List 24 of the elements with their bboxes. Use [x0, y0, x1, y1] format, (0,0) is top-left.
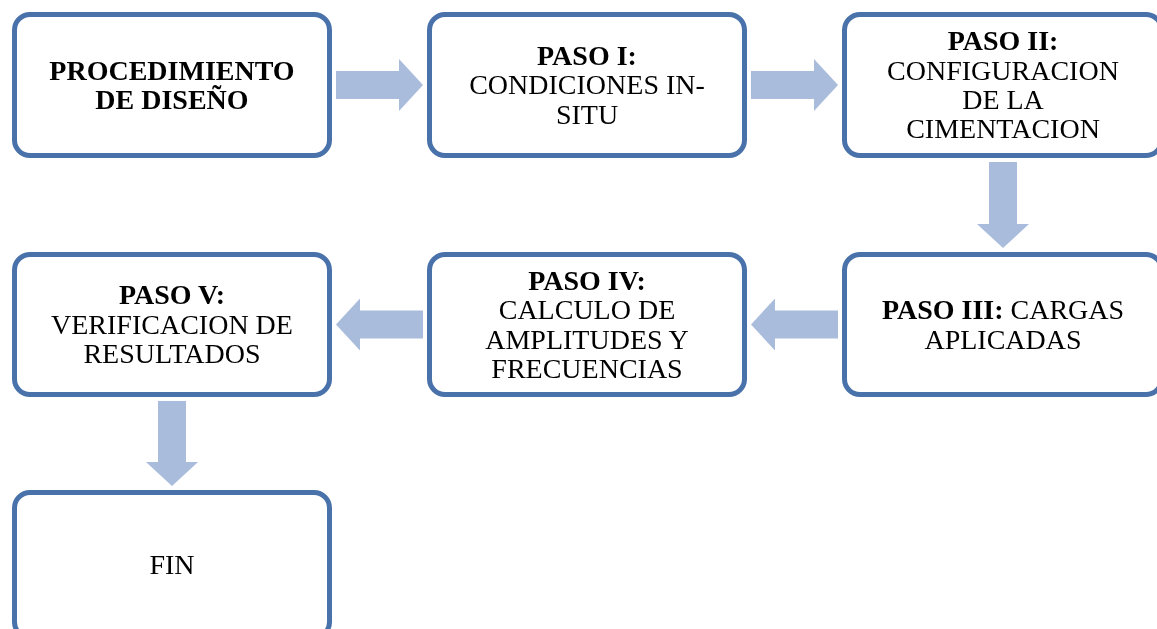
process-box: [842, 12, 1157, 158]
step-heading: PASO IV:: [528, 265, 646, 296]
step-text: PASO III: CARGAS APLICADAS: [880, 295, 1126, 354]
process-box: [427, 12, 747, 158]
step-text: CONDICIONES IN-SITU: [468, 70, 706, 130]
step-heading: PASO I:: [537, 40, 637, 71]
block-arrow: [336, 298, 423, 351]
step-text: VERIFICACION DE RESULTADOS: [50, 309, 294, 369]
block-arrow: [977, 162, 1029, 248]
block-arrow: [336, 59, 423, 111]
process-box: [12, 252, 332, 397]
step-text: CALCULO DE AMPLITUDES Y FRECUENCIAS: [484, 295, 690, 384]
block-arrow: [751, 298, 838, 351]
step-text: PROCEDIMIENTO DE DISEÑO: [48, 55, 296, 115]
process-box: [12, 12, 332, 158]
process-box: [427, 252, 747, 397]
block-arrow: [146, 401, 198, 486]
block-arrow: [751, 59, 838, 111]
step-text: FIN: [149, 550, 195, 580]
step-heading: PASO II:: [947, 26, 1059, 56]
process-box: [12, 490, 332, 629]
step-text: CONFIGURACION DE LA CIMENTACION: [886, 55, 1120, 144]
process-box: [842, 252, 1157, 397]
step-heading: PASO V:: [118, 280, 226, 310]
